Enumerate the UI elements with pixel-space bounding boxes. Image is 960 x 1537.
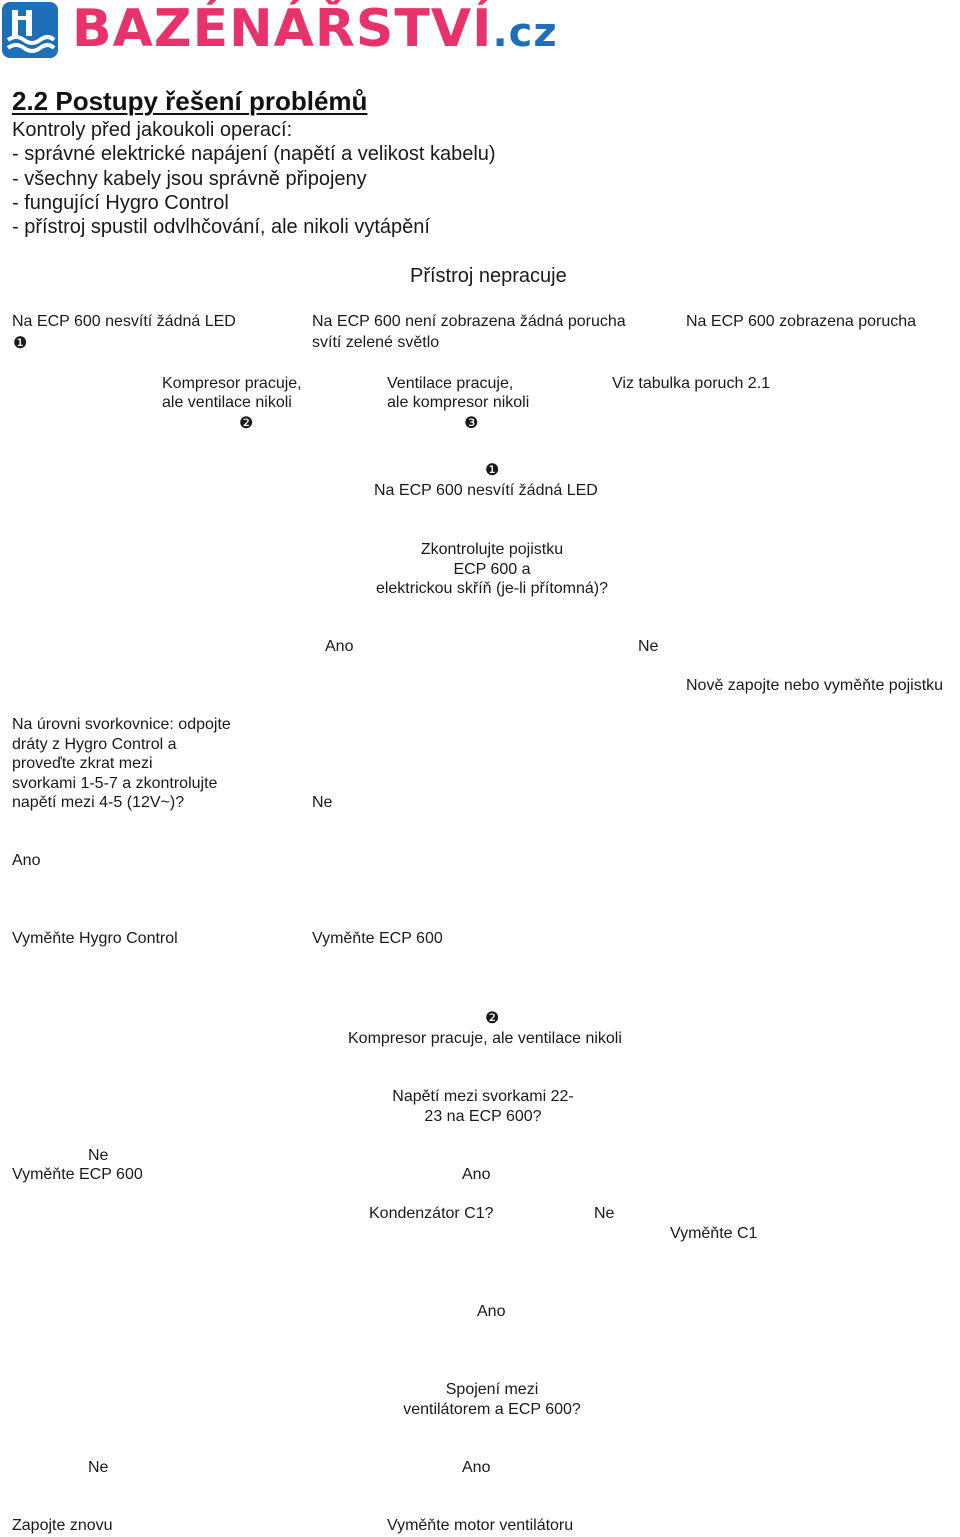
marker-1: ❶	[13, 335, 28, 352]
flow1-action-no: Vyměňte ECP 600	[312, 930, 443, 947]
intro-item: - přístroj spustil odvlhčování, ale niko…	[12, 216, 430, 238]
flow2-connection-no: Ne	[88, 1459, 109, 1476]
site-logo: BAZÉNÁŘSTVÍ.cz	[0, 0, 557, 60]
flow1-action-yes: Vyměňte Hygro Control	[12, 930, 178, 947]
flow1-step-no: Ne	[312, 794, 333, 811]
flow1-no-action: Nově zapojte nebo vyměňte pojistku	[686, 677, 944, 694]
flow2-capacitor-no-action: Vyměňte C1	[670, 1225, 758, 1242]
logo-text: BAZÉNÁŘSTVÍ.cz	[72, 0, 558, 59]
sub-ventilation-line1: Ventilace pracuje,	[387, 375, 514, 392]
flow1-question: Zkontrolujte pojistku ECP 600 a elektric…	[375, 541, 609, 597]
logo-pool-icon	[2, 2, 58, 58]
flow1-no: Ne	[638, 638, 659, 655]
flow2-question: Napětí mezi svorkami 22- 23 na ECP 600?	[392, 1088, 574, 1125]
marker-3: ❸	[464, 415, 479, 432]
flow2-connection-yes: Ano	[462, 1459, 491, 1476]
intro-item: - fungující Hygro Control	[12, 192, 229, 214]
sub-compressor-line1: Kompresor pracuje,	[162, 375, 302, 392]
flow1-title: Na ECP 600 nesvítí žádná LED	[374, 482, 598, 499]
flow2-title: Kompresor pracuje, ale ventilace nikoli	[348, 1030, 622, 1047]
flow1-marker: ❶	[485, 462, 500, 479]
flow1-yes: Ano	[325, 638, 354, 655]
intro-item: - správné elektrické napájení (napětí a …	[12, 143, 496, 165]
flow2-yes: Ano	[462, 1166, 491, 1183]
branch-fault-shown: Na ECP 600 zobrazena porucha	[686, 313, 917, 330]
branch-no-led: Na ECP 600 nesvítí žádná LED	[12, 313, 236, 330]
intro-item: - všechny kabely jsou správně připojeny	[12, 168, 367, 190]
branch-no-fault-line1: Na ECP 600 není zobrazena žádná porucha	[312, 313, 626, 330]
flow2-connection-yes-action: Vyměňte motor ventilátoru	[387, 1517, 574, 1534]
page-title: 2.2 Postupy řešení problémů	[12, 86, 368, 116]
flow2-no: Ne	[88, 1147, 109, 1164]
flow2-connection-question: Spojení mezi ventilátorem a ECP 600?	[403, 1381, 581, 1418]
sub-compressor-line2: ale ventilace nikoli	[162, 394, 292, 411]
flow2-capacitor-no: Ne	[594, 1205, 615, 1222]
flow1-step-yes: Ano	[12, 852, 41, 869]
flow1-step: Na úrovni svorkovnice: odpojte dráty z H…	[12, 716, 231, 811]
flow2-no-action: Vyměňte ECP 600	[12, 1166, 143, 1183]
flow2-marker: ❷	[485, 1010, 500, 1027]
flow2-capacitor-yes: Ano	[477, 1303, 506, 1320]
marker-2: ❷	[239, 415, 254, 432]
flow2-capacitor-question: Kondenzátor C1?	[369, 1205, 494, 1222]
flow2-connection-no-action: Zapojte znovu	[12, 1517, 113, 1534]
branch-no-fault-line2: svítí zelené světlo	[312, 334, 440, 351]
sub-fault-table: Viz tabulka poruch 2.1	[612, 375, 771, 392]
sub-ventilation-line2: ale kompresor nikoli	[387, 394, 530, 411]
intro-title: Kontroly před jakoukoli operací:	[12, 119, 293, 141]
flow-root-title: Přístroj nepracuje	[410, 265, 567, 287]
